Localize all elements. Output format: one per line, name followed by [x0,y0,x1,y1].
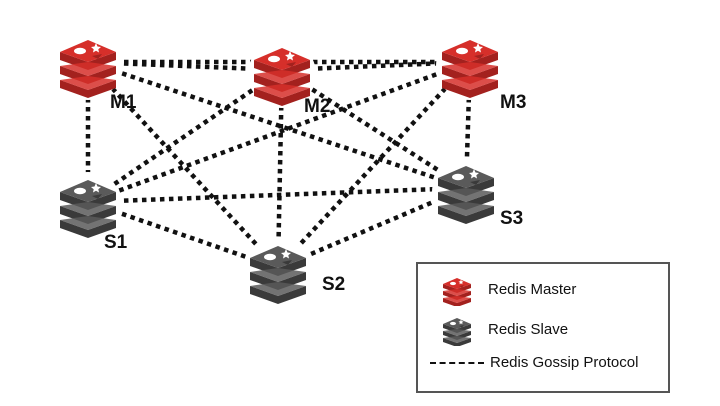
gossip-link-m2-s3 [280,68,468,190]
gossip-link-s1-s3 [87,185,467,205]
gossip-link-s1-s2 [87,199,279,271]
node-label-m1: M1 [110,92,137,113]
redis-slave-icon [443,318,471,346]
node-label-s2: S2 [322,274,345,295]
redis-slave-icon [432,158,500,226]
dashed-line-icon [430,361,484,364]
gossip-link-s2-s3 [277,185,467,271]
node-m2 [248,40,316,108]
node-s1 [54,172,122,240]
redis-master-icon [443,278,471,306]
gossip-link-m1-s3 [87,59,467,191]
node-label-s3: S3 [500,208,523,229]
node-m1 [54,32,122,100]
node-label-m3: M3 [500,92,526,113]
redis-master-icon [54,32,122,100]
redis-master-icon [436,32,504,100]
redis-slave-icon [244,238,312,306]
legend-gossip-row: Redis Gossip Protocol [430,354,638,371]
redis-master-icon [248,40,316,108]
gossip-link-m1-s2 [86,60,280,270]
legend-gossip-label: Redis Gossip Protocol [490,354,639,371]
gossip-link-m3-s2 [276,60,472,270]
node-label-s1: S1 [104,232,128,253]
node-label-m2: M2 [304,96,330,117]
legend-slave-row: Redis Slave [440,312,568,346]
node-m3 [436,32,504,100]
legend-master-label: Redis Master [488,280,577,298]
gossip-link-m2-s2 [275,69,285,269]
node-s2 [244,238,312,306]
gossip-link-m2-s1 [86,68,284,204]
legend: Redis Master Redis Slave Redis Gossip Pr… [416,262,670,393]
redis-slave-icon [54,172,122,240]
legend-master-row: Redis Master [440,272,576,306]
node-s3 [432,158,500,226]
legend-slave-label: Redis Slave [488,320,569,338]
